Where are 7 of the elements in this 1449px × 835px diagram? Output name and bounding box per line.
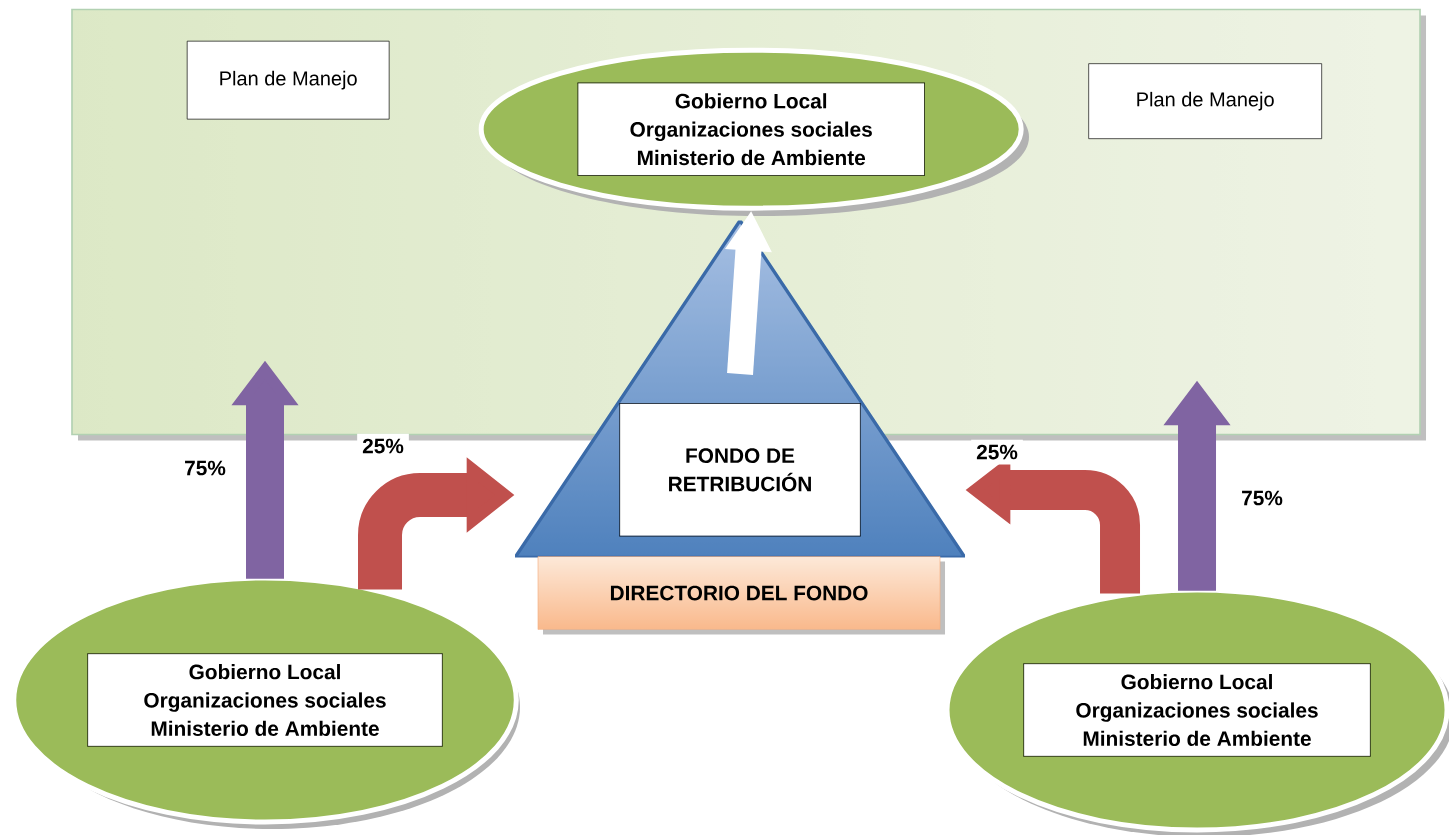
text-box: Plan de Manejo bbox=[1088, 63, 1322, 139]
edge-label: 75% bbox=[179, 455, 231, 481]
edge-label: 75% bbox=[1236, 485, 1288, 511]
bar: DIRECTORIO DEL FONDO bbox=[537, 556, 945, 635]
edge-label: 25% bbox=[971, 439, 1023, 465]
text-box: Plan de Manejo bbox=[186, 40, 390, 120]
edge-label: 25% bbox=[357, 433, 409, 459]
